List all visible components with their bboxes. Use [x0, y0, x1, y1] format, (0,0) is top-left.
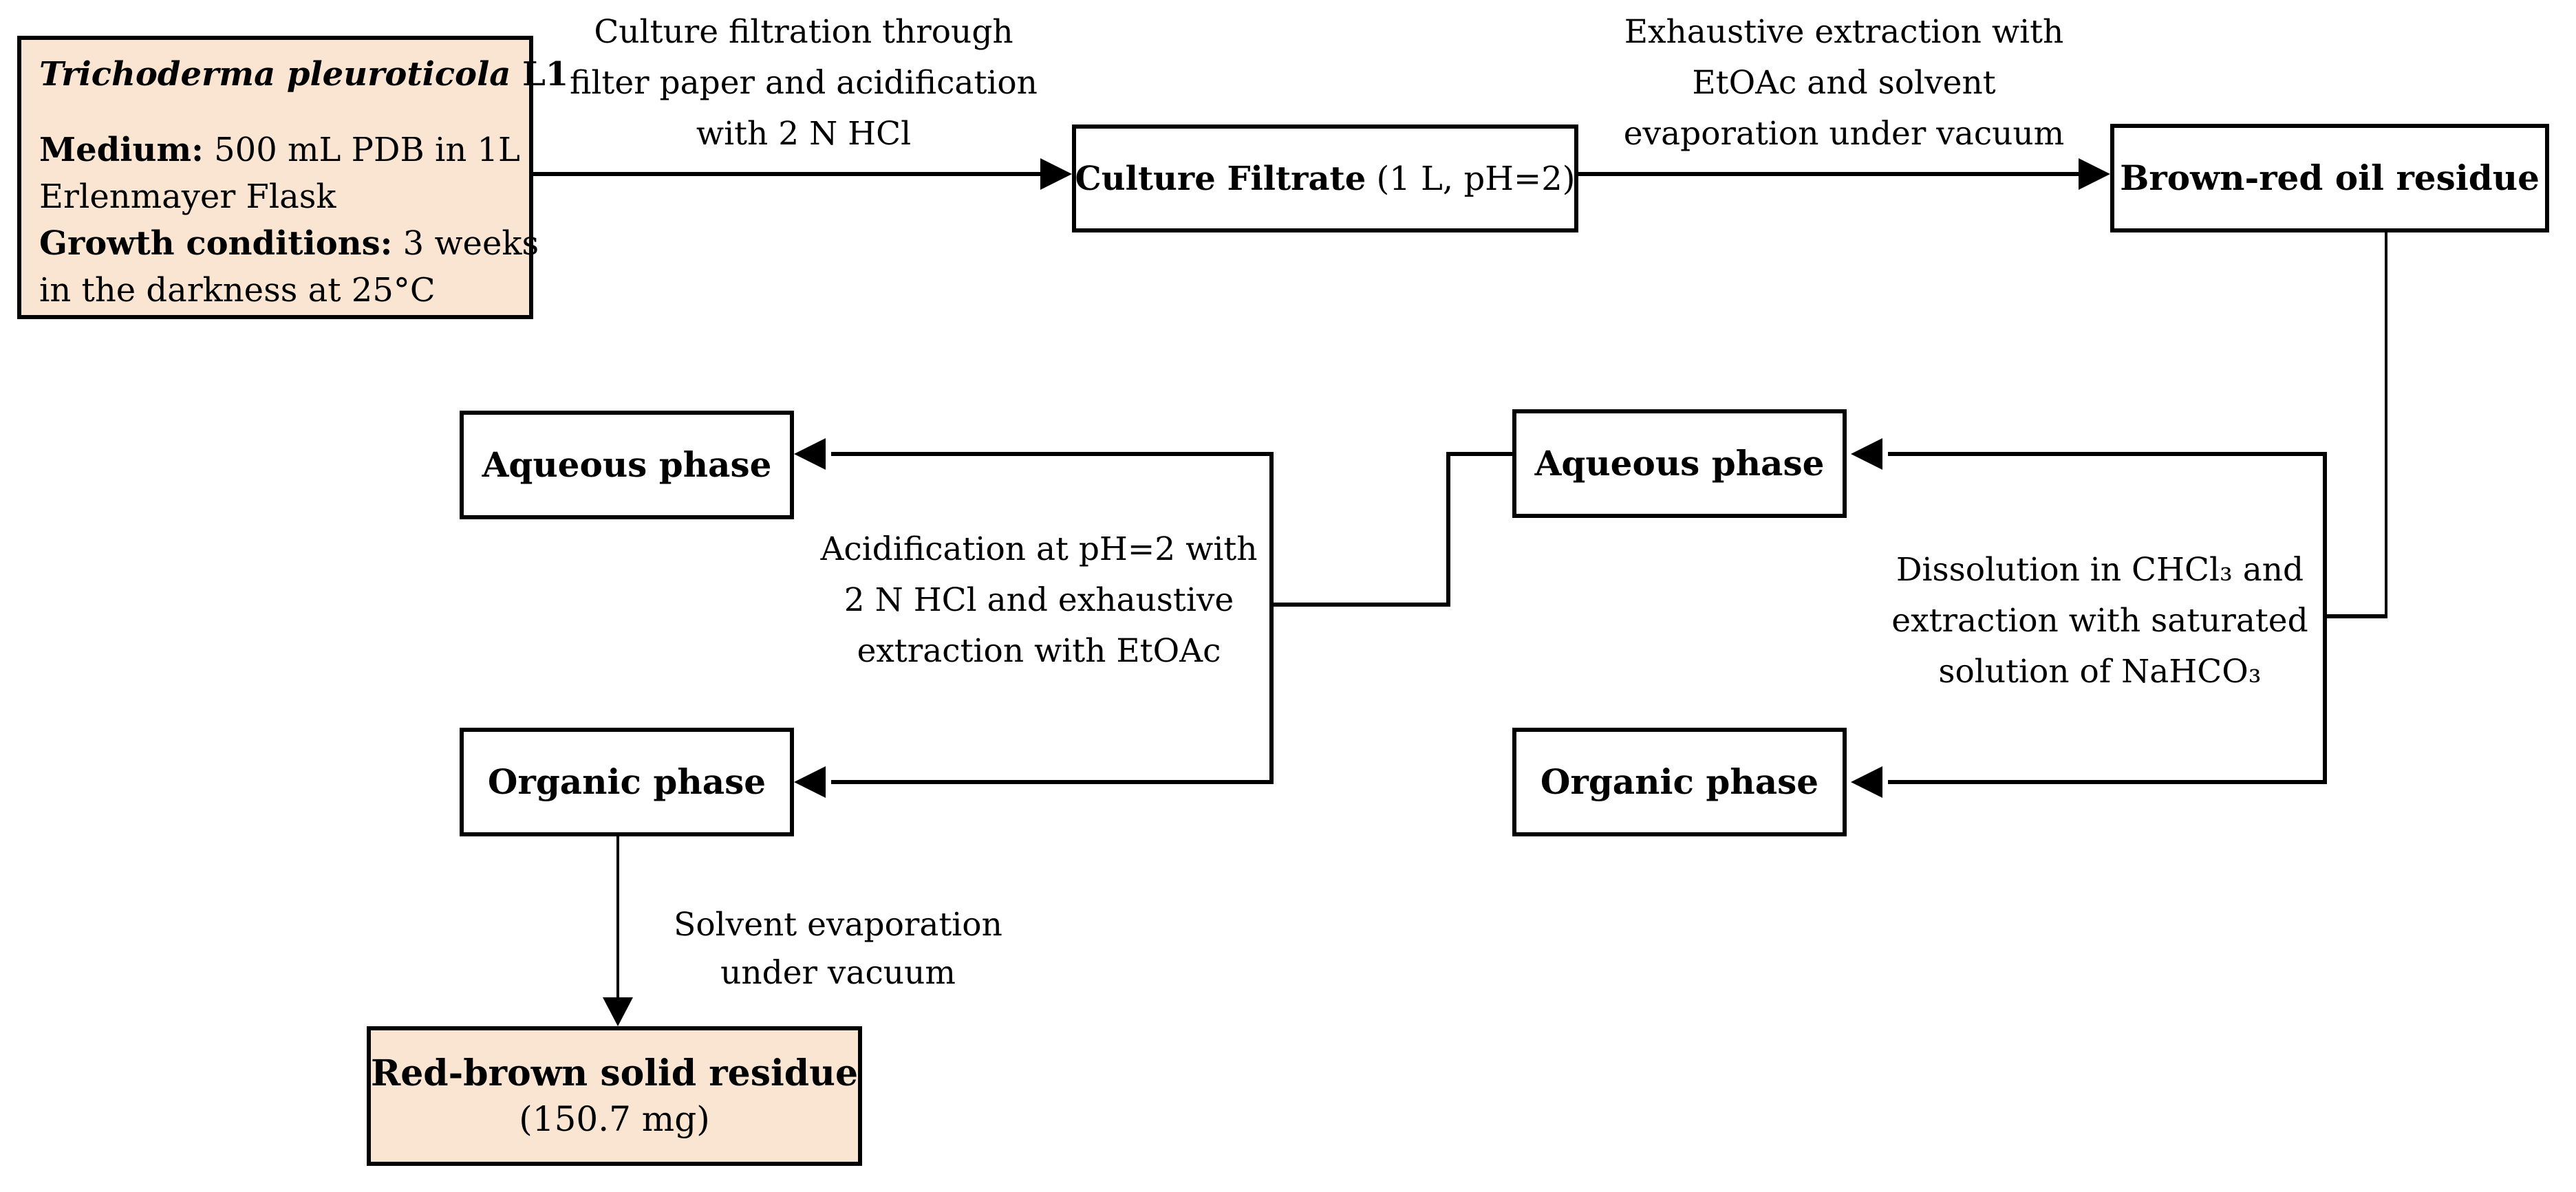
- edge-to-organic-left-line: [831, 780, 1274, 784]
- culture-growth-line2: in the darkness at 25°C: [39, 271, 436, 310]
- edge-right-branch-spine-line: [2323, 452, 2327, 784]
- edge-to-aqueous-right-line: [1888, 452, 2327, 456]
- arrowhead-down-solid-icon: [603, 997, 633, 1026]
- arrowhead-left-aqueous-right-icon: [1851, 438, 1882, 470]
- label-acidification-etoac: Acidification at pH=2 with 2 N HCl and e…: [820, 530, 1258, 670]
- aqueous-phase-right-label: Aqueous phase: [1534, 443, 1825, 484]
- edge-left-branch-cross-line: [1269, 603, 1450, 607]
- brown-red-oil-label: Brown-red oil residue: [2120, 158, 2540, 198]
- edge-oil-drop-line: [2385, 232, 2387, 618]
- red-brown-solid-mass: (150.7 mg): [519, 1098, 710, 1139]
- organic-phase-left-label: Organic phase: [487, 761, 766, 802]
- edge-organic-to-solid-line: [616, 836, 619, 1000]
- label-dissolution-nahco3: Dissolution in CHCl₃ and extraction with…: [1891, 551, 2308, 691]
- edge-left-branch-drop-line: [1446, 452, 1450, 607]
- arrowhead-left-aqueous-left-icon: [794, 438, 826, 470]
- edge-to-aqueous-left-line: [831, 452, 1274, 456]
- label-etoac-extraction: Exhaustive extraction with EtOAc and sol…: [1623, 13, 2065, 153]
- arrowhead-left-organic-right-icon: [1851, 766, 1882, 798]
- node-culture-filtrate: Culture Filtrate (1 L, pH=2): [1072, 124, 1578, 232]
- edge-to-organic-right-line: [1888, 780, 2327, 784]
- node-organic-phase-right: Organic phase: [1512, 728, 1847, 836]
- organic-phase-right-label: Organic phase: [1540, 761, 1819, 802]
- label-solvent-evaporation: Solvent evaporation under vacuum: [674, 906, 1002, 992]
- edge-aqueous-right-out-line: [1448, 452, 1512, 456]
- culture-details: Medium: 500 mL PDB in 1L Erlenmayer Flas…: [39, 127, 539, 314]
- node-brown-red-oil-residue: Brown-red oil residue: [2110, 124, 2549, 232]
- culture-medium-line2: Erlenmayer Flask: [39, 177, 336, 216]
- arrowhead-right-filtrate-icon: [1040, 158, 1072, 190]
- species-name: Trichoderma pleuroticola: [39, 55, 511, 94]
- culture-filtrate-label: Culture Filtrate (1 L, pH=2): [1075, 159, 1576, 198]
- arrowhead-left-organic-left-icon: [794, 766, 826, 798]
- node-organic-phase-left: Organic phase: [460, 728, 794, 836]
- edge-filtrate-to-oil-line: [1578, 172, 2080, 176]
- culture-growth-line1: Growth conditions: 3 weeks: [39, 224, 539, 263]
- label-culture-filtration: Culture filtration through filter paper …: [570, 13, 1038, 153]
- culture-title: Trichoderma pleuroticola L1: [39, 54, 568, 95]
- arrowhead-right-oil-icon: [2079, 158, 2110, 190]
- strain-id: L1: [511, 55, 569, 94]
- edge-left-branch-spine-line: [1269, 452, 1274, 784]
- node-aqueous-phase-left: Aqueous phase: [460, 411, 794, 519]
- node-aqueous-phase-right: Aqueous phase: [1512, 409, 1847, 518]
- node-culture-conditions: Trichoderma pleuroticola L1 Medium: 500 …: [17, 36, 568, 319]
- aqueous-phase-left-label: Aqueous phase: [482, 444, 772, 485]
- red-brown-solid-label: Red-brown solid residue: [370, 1052, 859, 1094]
- edge-oil-jog-line: [2323, 614, 2387, 618]
- culture-medium-line1: Medium: 500 mL PDB in 1L: [39, 131, 520, 169]
- edge-culture-to-filtrate-line: [531, 172, 1042, 176]
- node-red-brown-solid-residue: Red-brown solid residue (150.7 mg): [367, 1026, 862, 1166]
